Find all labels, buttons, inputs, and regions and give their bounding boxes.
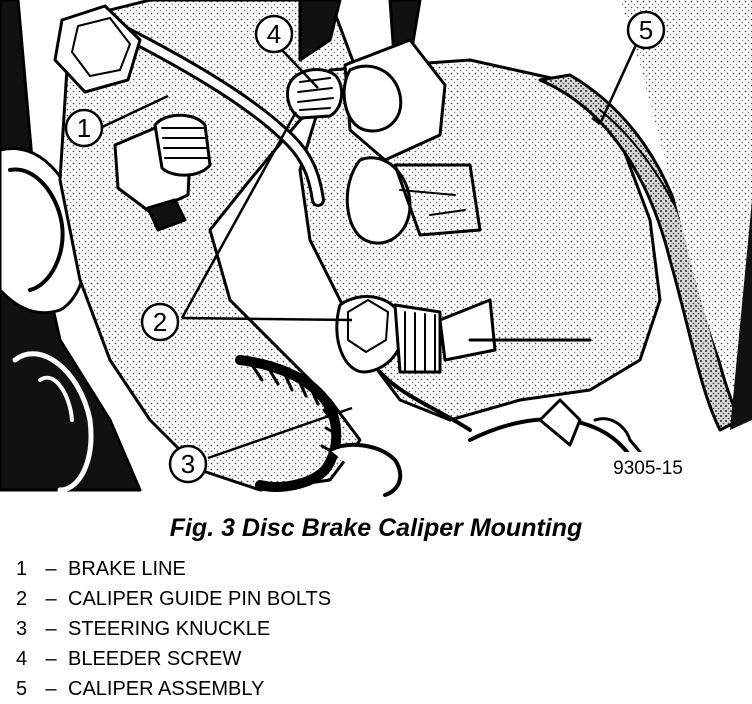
- callout-5-label: 5: [639, 15, 653, 45]
- leader-5-tick: [591, 117, 601, 125]
- figure-id: 9305-15: [613, 458, 683, 479]
- leader-2-upper: [180, 111, 298, 319]
- callout-1: 1: [64, 108, 104, 148]
- legend-item: 5–CALIPER ASSEMBLY: [16, 674, 331, 704]
- legend-label: CALIPER GUIDE PIN BOLTS: [68, 588, 332, 610]
- legend-number: 5: [16, 678, 28, 700]
- legend-item: 1–BRAKE LINE: [16, 554, 331, 584]
- legend-dash: –: [45, 648, 57, 670]
- callout-2: 2: [140, 302, 180, 342]
- legend-label: CALIPER ASSEMBLY: [68, 678, 265, 700]
- callout-2-label: 2: [153, 307, 167, 337]
- callout-1-label: 1: [77, 113, 91, 143]
- legend-label: BRAKE LINE: [68, 558, 186, 580]
- callout-3-label: 3: [181, 449, 195, 479]
- legend-number: 3: [16, 618, 28, 640]
- legend-dash: –: [45, 558, 57, 580]
- caliper-illustration: 1 2 3 4 5 9305-15: [0, 0, 752, 497]
- leader-4: [281, 49, 319, 89]
- legend-number: 4: [16, 648, 28, 670]
- legend-label: STEERING KNUCKLE: [68, 618, 271, 640]
- figure-caption: Fig. 3 Disc Brake Caliper Mounting: [169, 514, 583, 542]
- leader-1: [99, 94, 169, 130]
- legend-item: 4–BLEEDER SCREW: [16, 644, 331, 674]
- leader-3: [207, 406, 353, 460]
- legend-number: 2: [16, 588, 28, 610]
- leader-2-lower: [181, 316, 353, 322]
- legend: 1–BRAKE LINE 2–CALIPER GUIDE PIN BOLTS 3…: [16, 554, 331, 704]
- callout-4-label: 4: [267, 19, 281, 49]
- callout-3: 3: [168, 444, 208, 484]
- legend-number: 1: [16, 558, 28, 580]
- leader-5: [598, 35, 642, 125]
- leader-lines: [99, 35, 642, 460]
- legend-label: BLEEDER SCREW: [68, 648, 242, 670]
- legend-item: 2–CALIPER GUIDE PIN BOLTS: [16, 584, 331, 614]
- callouts: 1 2 3 4 5: [64, 10, 666, 484]
- legend-item: 3–STEERING KNUCKLE: [16, 614, 331, 644]
- legend-dash: –: [45, 678, 57, 700]
- line-art: [0, 0, 752, 497]
- legend-dash: –: [45, 588, 57, 610]
- legend-dash: –: [45, 618, 57, 640]
- callout-5: 5: [626, 10, 666, 50]
- callout-4: 4: [254, 14, 294, 54]
